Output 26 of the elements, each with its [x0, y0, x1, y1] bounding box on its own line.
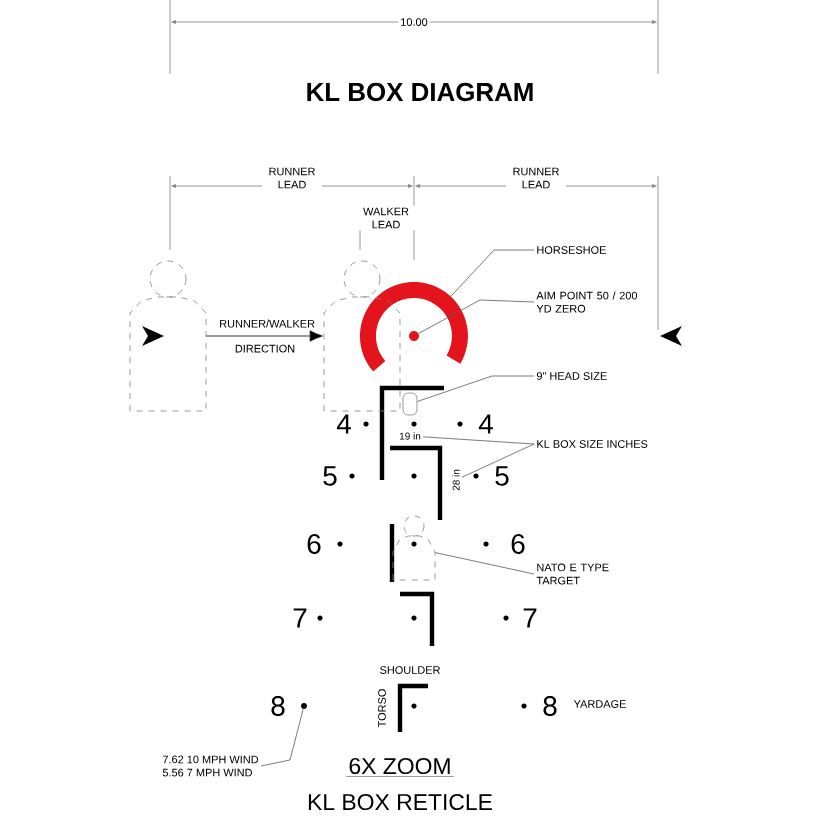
range-number: 7 — [293, 608, 307, 628]
leader-line — [418, 299, 535, 334]
leader-line — [260, 708, 304, 767]
horseshoe-arc — [360, 282, 468, 372]
head-outline — [402, 392, 418, 416]
leader-line — [417, 375, 535, 402]
range-number: 6 — [511, 534, 525, 554]
target-silhouette — [323, 260, 401, 412]
range-number: 8 — [543, 696, 557, 716]
title: KL BOX DIAGRAM — [307, 82, 533, 102]
range-number: 6 — [307, 534, 321, 554]
leader-line — [422, 436, 535, 445]
range-number: 4 — [478, 414, 493, 434]
range-number: 5 — [495, 466, 509, 486]
leader-line — [434, 552, 535, 575]
target-silhouette — [392, 515, 436, 581]
range-number: 7 — [523, 608, 537, 628]
target-silhouette — [129, 260, 207, 412]
range-number: 4 — [336, 414, 351, 434]
reticle-caption: 6X ZOOM — [345, 757, 455, 777]
range-number: 5 — [323, 466, 337, 486]
arrow — [205, 330, 323, 342]
range-number: 8 — [271, 696, 285, 716]
reticle-caption: KL BOX RETICLE — [308, 793, 492, 811]
leader-line — [461, 443, 535, 478]
leader-line — [450, 249, 535, 297]
